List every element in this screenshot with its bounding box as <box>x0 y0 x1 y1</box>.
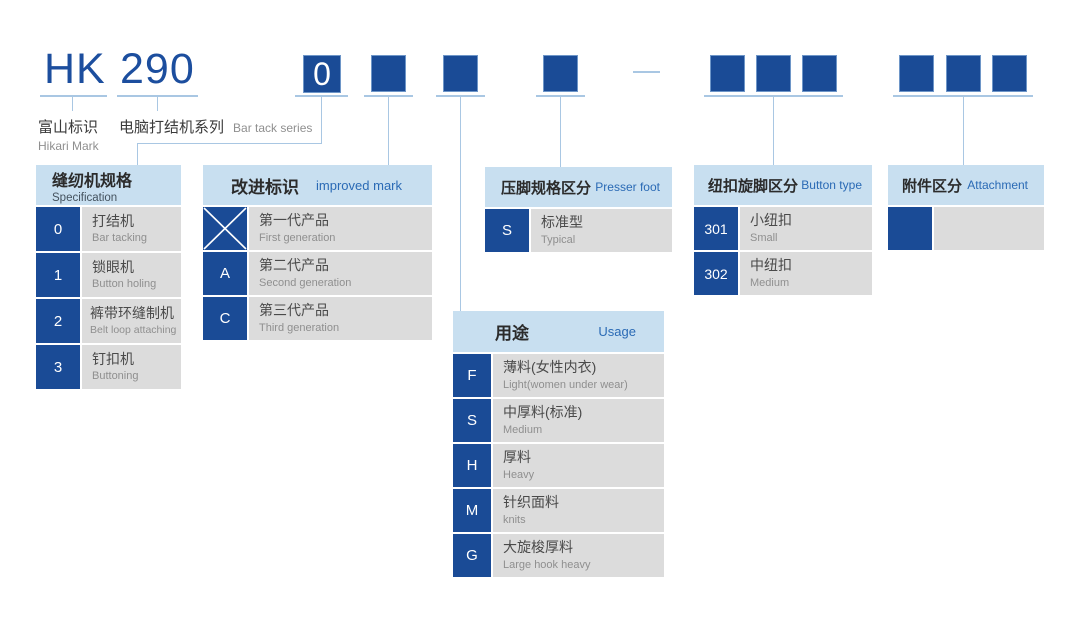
usage-row-0: F 薄料(女性内衣)Light(women under wear) <box>453 354 664 397</box>
panel-title-en: Button type <box>801 178 862 192</box>
spec-key-2: 2 <box>36 299 80 343</box>
usage-key-1: S <box>453 399 491 442</box>
panel-button-type-header: 纽扣旋脚区分 Button type <box>694 165 872 205</box>
connector-spec-down <box>321 96 322 144</box>
underline-prefix <box>40 95 107 97</box>
presser-key-0: S <box>485 209 529 252</box>
series-label-zh: 电脑打结机系列 <box>119 119 225 136</box>
brand-label-zh: 富山标识 <box>38 119 99 136</box>
code-separator-dash <box>633 71 660 73</box>
panel-title-en: improved mark <box>316 177 402 193</box>
panel-attachment: 附件区分 Attachment <box>888 165 1044 250</box>
spec-key-1: 1 <box>36 253 80 297</box>
panel-title: 改进标识 <box>231 177 299 197</box>
connector-series <box>157 96 158 111</box>
connector-attachment <box>963 96 964 165</box>
panel-title: 用途 <box>495 324 529 343</box>
digit-box-button-type-2 <box>756 55 791 92</box>
digit-box-improved-mark <box>371 55 406 92</box>
panel-title-en: Attachment <box>967 178 1028 192</box>
panel-title: 纽扣旋脚区分 <box>708 177 799 195</box>
usage-key-3: M <box>453 489 491 532</box>
panel-usage: 用途 Usage F 薄料(女性内衣)Light(women under wea… <box>453 311 664 577</box>
panel-subtitle: Specification <box>52 191 118 204</box>
panel-attachment-header: 附件区分 Attachment <box>888 165 1044 205</box>
digit-box-specification: 0 <box>303 55 341 93</box>
usage-key-2: H <box>453 444 491 487</box>
panel-specification-header: 缝纫机规格 Specification <box>36 165 181 205</box>
attachment-key-0 <box>888 207 932 250</box>
series-label-en: Bar tack series <box>233 121 313 135</box>
usage-key-4: G <box>453 534 491 577</box>
panel-title-en: Presser foot <box>595 180 660 194</box>
digit-box-attachment-2 <box>946 55 981 92</box>
brand-label-en: Hikari Mark <box>38 139 99 153</box>
usage-row-1: S 中厚料(标准)Medium <box>453 399 664 442</box>
series-label: 电脑打结机系列 Bar tack series <box>119 116 312 137</box>
attachment-row-0 <box>888 207 1044 250</box>
panel-presser-foot-header: 压脚规格区分 Presser foot <box>485 167 672 207</box>
connector-spec-across <box>137 143 322 144</box>
model-series: 290 <box>120 45 195 93</box>
cross-icon <box>203 207 247 250</box>
digit-box-attachment-1 <box>899 55 934 92</box>
connector-improved <box>388 96 389 165</box>
model-prefix: HK <box>44 45 106 93</box>
spec-key-0: 0 <box>36 207 80 251</box>
panel-improved-mark-header: 改进标识 improved mark <box>203 165 432 205</box>
digit-box-button-type-3 <box>802 55 837 92</box>
digit-box-usage <box>443 55 478 92</box>
connector-button-type <box>773 96 774 165</box>
digit-spec-value: 0 <box>313 56 331 92</box>
digit-box-button-type-1 <box>710 55 745 92</box>
panel-title-en: Usage <box>598 324 636 339</box>
panel-usage-header: 用途 Usage <box>453 311 664 352</box>
connector-usage <box>460 96 461 311</box>
button-key-1: 302 <box>694 252 738 295</box>
panel-title: 压脚规格区分 <box>501 179 592 197</box>
connector-prefix <box>72 96 73 111</box>
spec-key-3: 3 <box>36 345 80 389</box>
improved-key-2: C <box>203 297 247 340</box>
digit-box-presser-foot <box>543 55 578 92</box>
connector-spec-into-panel <box>137 143 138 165</box>
usage-key-0: F <box>453 354 491 397</box>
connector-presser <box>560 96 561 167</box>
panel-title: 缝纫机规格 <box>52 172 133 190</box>
digit-box-attachment-3 <box>992 55 1027 92</box>
improved-key-1: A <box>203 252 247 295</box>
button-key-0: 301 <box>694 207 738 250</box>
panel-title: 附件区分 <box>902 177 963 195</box>
